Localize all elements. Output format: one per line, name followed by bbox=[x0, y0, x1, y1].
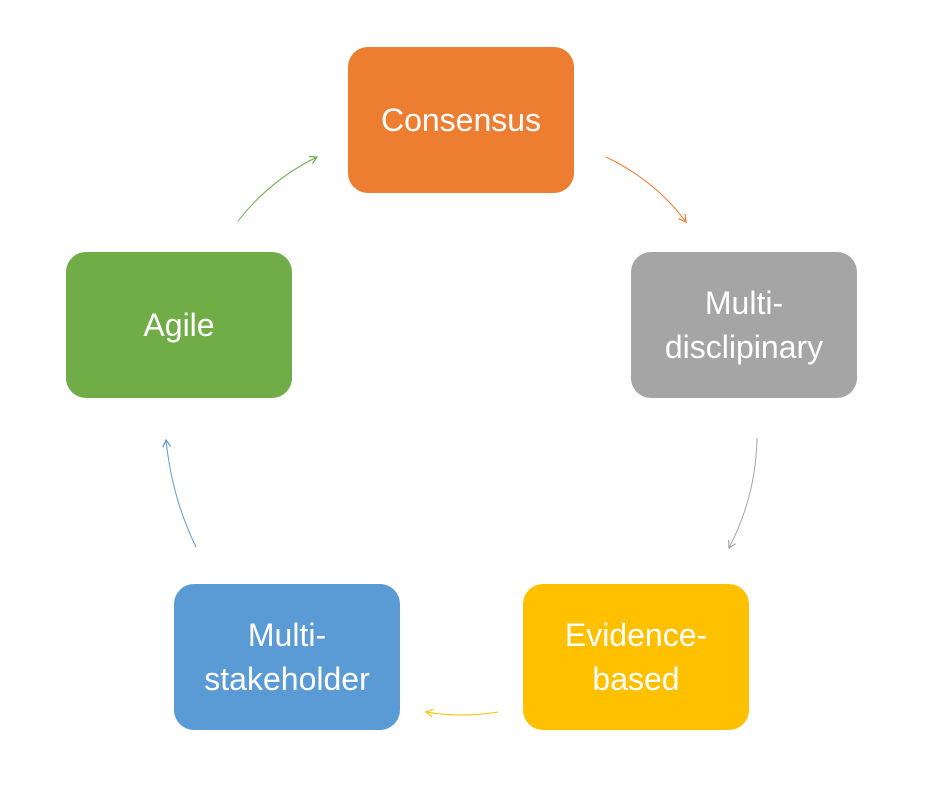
node-agile: Agile bbox=[66, 252, 292, 398]
node-multidisciplinary-label: Multi- disclipinary bbox=[665, 281, 823, 369]
node-evidence-based: Evidence- based bbox=[523, 584, 749, 730]
arrow-evidence-based-to-multistakeholder bbox=[424, 708, 499, 718]
node-multidisciplinary-line-1: Multi- bbox=[704, 285, 784, 321]
node-multistakeholder-label: Multi- stakeholder bbox=[204, 613, 369, 701]
arrow-consensus-to-multidisciplinary bbox=[605, 156, 687, 223]
node-evidence-based-line-1: Evidence- bbox=[564, 617, 708, 653]
node-agile-line-1: Agile bbox=[143, 307, 215, 343]
arrow-multidisciplinary-to-evidence-based bbox=[728, 437, 758, 550]
node-evidence-based-line-2: based bbox=[592, 661, 680, 697]
node-multidisciplinary: Multi- disclipinary bbox=[631, 252, 857, 398]
node-multidisciplinary-line-2: disclipinary bbox=[664, 329, 824, 365]
node-consensus-label: Consensus bbox=[381, 98, 541, 142]
node-multistakeholder: Multi- stakeholder bbox=[174, 584, 400, 730]
arrow-agile-to-consensus bbox=[237, 155, 319, 222]
node-multistakeholder-line-2: stakeholder bbox=[204, 661, 370, 697]
node-evidence-based-label: Evidence- based bbox=[565, 613, 707, 701]
node-consensus-line-1: Consensus bbox=[380, 102, 542, 138]
node-multistakeholder-line-1: Multi- bbox=[247, 617, 327, 653]
arrow-multistakeholder-to-agile bbox=[162, 438, 197, 548]
node-consensus: Consensus bbox=[348, 47, 574, 193]
node-agile-label: Agile bbox=[143, 303, 214, 347]
